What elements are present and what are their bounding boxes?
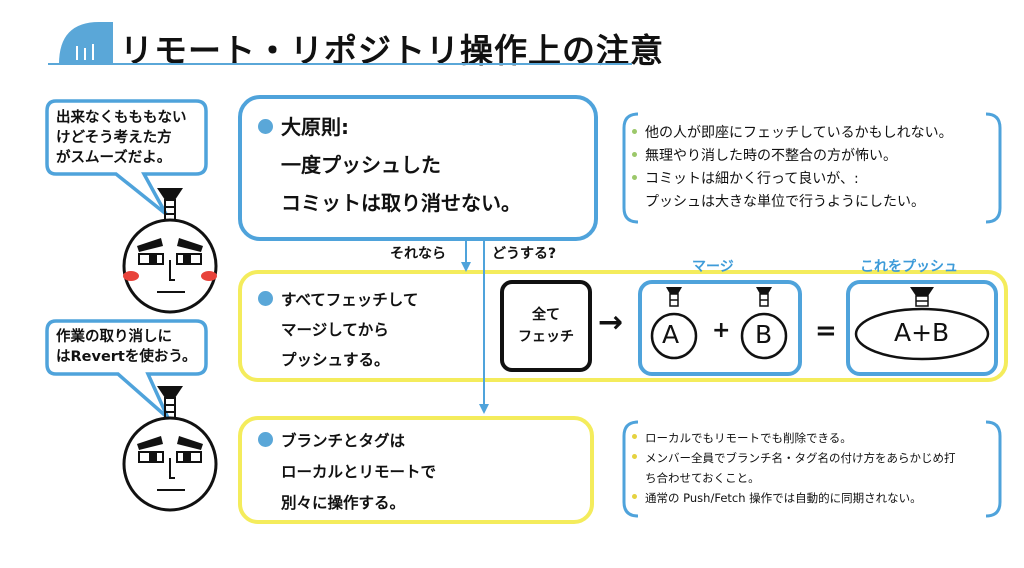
principle-line: コミットは取り消せない。 [281, 191, 521, 215]
principle-box [238, 95, 598, 241]
commit-a-label: A [662, 320, 680, 349]
character-face-icon [122, 386, 218, 512]
bubble-1-line: けどそう考えた方 [56, 130, 172, 146]
flow-arrow: → [598, 305, 624, 340]
branch-notes: ローカルでもリモートでも削除できる。 メンバー全員でブランチ名・タグ名の付け方を… [632, 428, 956, 508]
fetch-rule-line: マージしてから [281, 321, 389, 339]
fetch-rule-text: すべてフェッチして マージしてから プッシュする。 [258, 285, 418, 375]
speech-bubble-1 [45, 99, 208, 216]
branch-rule-box [238, 416, 594, 524]
branch-rule-line: ローカルとリモートで [281, 463, 437, 481]
principle-note: 無理やり消した時の不整合の方が怖い。 [645, 148, 897, 164]
branch-note: ローカルでもリモートでも削除できる。 [645, 431, 852, 445]
bubble-1-line: 出来なくもももない [56, 110, 187, 126]
branch-note: 通常の Push/Fetch 操作では自動的に同期されない。 [645, 491, 922, 505]
fetch-rule-line: プッシュする。 [281, 351, 390, 369]
branch-rule-text: ブランチとタグは ローカルとリモートで 別々に操作する。 [258, 426, 436, 519]
bullet-dot [632, 454, 637, 459]
bullet-dot [632, 434, 637, 439]
bubble-2-line: 作業の取り消しに [56, 329, 172, 345]
push-label: これをプッシュ [860, 259, 958, 275]
bubble-2-line: はRevertを使おう。 [56, 349, 197, 365]
question-right: どうする? [492, 246, 557, 262]
question-left: それなら [390, 246, 446, 262]
bubble-1-text: 出来なくもももない けどそう考えた方 がスムーズだよ。 [56, 108, 187, 168]
fetch-rule-line: すべてフェッチして [281, 291, 419, 309]
branch-note: ち合わせておくこと。 [645, 471, 760, 485]
bullet-dot [258, 291, 273, 306]
fetch-all-line: フェッチ [518, 329, 574, 345]
plus-sign: + [712, 318, 731, 343]
character-face-icon [122, 188, 218, 314]
principle-note: プッシュは大きな単位で行うようにしたい。 [645, 194, 925, 210]
branch-rule-line: ブランチとタグは [281, 432, 406, 450]
bullet-dot [258, 119, 273, 134]
fetch-all-line: 全て [532, 307, 560, 323]
title-icon [59, 22, 113, 64]
speech-bubble-2 [45, 319, 208, 420]
commit-b-label: B [755, 320, 773, 349]
bubble-2-text: 作業の取り消しに はRevertを使おう。 [56, 327, 197, 367]
merged-commit-icon [854, 287, 990, 361]
fetch-all-box: 全て フェッチ [500, 280, 592, 372]
principle-note: 他の人が即座にフェッチしているかもしれない。 [645, 125, 953, 141]
principle-note: コミットは細かく行って良いが、: [645, 171, 859, 187]
branch-note: メンバー全員でブランチ名・タグ名の付け方をあらかじめ打 [645, 451, 956, 465]
merge-label: マージ [692, 259, 734, 275]
bullet-dot [632, 174, 637, 180]
bullet-dot [632, 494, 637, 499]
principle-line: 一度プッシュした [281, 153, 441, 177]
bullet-dot [258, 432, 273, 447]
commit-b-icon [740, 287, 788, 360]
principle-notes-bracket [622, 112, 1002, 224]
merged-commit-label: A+B [894, 318, 950, 347]
equals-sign: = [815, 316, 837, 346]
branch-rule-line: 別々に操作する。 [281, 494, 406, 512]
principle-text: 大原則: 一度プッシュした コミットは取り消せない。 [258, 108, 521, 222]
title-underline [48, 63, 632, 65]
bullet-dot [632, 128, 637, 134]
commit-a-icon [650, 287, 698, 360]
bubble-1-line: がスムーズだよ。 [56, 150, 172, 166]
bullet-dot [632, 151, 637, 157]
principle-line: 大原則: [281, 115, 349, 139]
branch-notes-bracket [622, 420, 1002, 518]
principle-notes: 他の人が即座にフェッチしているかもしれない。 無理やり消した時の不整合の方が怖い… [632, 122, 953, 214]
